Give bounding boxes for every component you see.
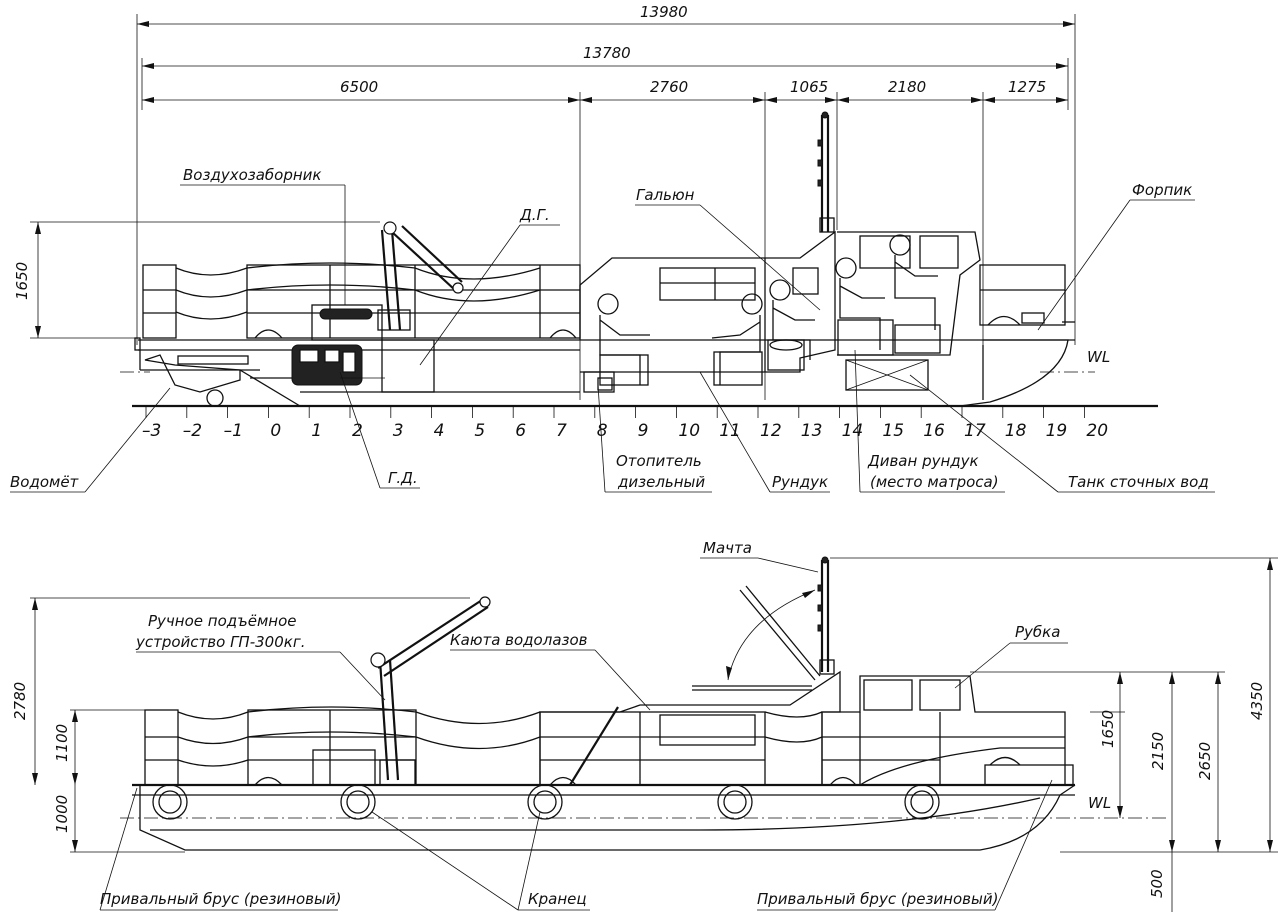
heater-label-1: Отопитель: [616, 452, 702, 470]
wl-label-top: WL: [1087, 348, 1110, 366]
divers-cabin-label: Каюта водолазов: [450, 631, 588, 649]
frame-number: –3: [142, 421, 161, 441]
dim-1650-side: 1650: [1099, 710, 1117, 748]
dim-2180: 2180: [888, 78, 926, 96]
longitudinal-section: WL Воздухозаборник: [120, 111, 1195, 441]
dim-6500: 6500: [340, 78, 378, 96]
frame-ticks: [145, 406, 1085, 418]
frame-number: 16: [923, 421, 945, 441]
frame-number: 11: [719, 421, 741, 441]
side-view-callouts: Мачта Ручное подъёмное устройство ГП-300…: [99, 539, 1068, 911]
forepeak-label: Форпик: [1132, 181, 1192, 199]
dim-1650-top: 1650: [13, 262, 31, 300]
dim-1275: 1275: [1008, 78, 1046, 96]
waterjet-label: Водомёт: [10, 473, 80, 491]
frame-number: 5: [474, 421, 485, 441]
frame-number: 7: [556, 421, 567, 441]
frame-number: 19: [1046, 421, 1068, 441]
gd-label: Г.Д.: [388, 469, 418, 487]
dim-1065: 1065: [790, 78, 828, 96]
dim-2780: 2780: [11, 682, 29, 720]
sofa-label-2: (место матроса): [870, 473, 999, 491]
side-view-dimensions: 2780 1100 1000 1650 2150 2650 4350 500: [11, 557, 1278, 912]
frame-number: 13: [801, 421, 823, 441]
frame-number: 1: [311, 421, 322, 441]
crew-figures: [597, 234, 938, 386]
sewage-tank-label: Танк сточных вод: [1068, 473, 1209, 491]
dim-500: 500: [1148, 869, 1166, 898]
top-view-callouts: Водомёт Г.Д. Отопитель дизельный Рундук …: [10, 349, 1215, 493]
fenders: [152, 784, 940, 820]
head-label: Гальюн: [636, 186, 695, 204]
dim-13780: 13780: [583, 44, 631, 62]
dg-label: Д.Г.: [519, 206, 550, 224]
sofa-label-1: Диван рундук: [867, 452, 979, 470]
air-intake-label: Воздухозаборник: [183, 166, 321, 184]
frame-number: 18: [1005, 421, 1027, 441]
fender-rail-right-label: Привальный брус (резиновый): [757, 890, 998, 908]
frame-number: 9: [638, 421, 649, 441]
frame-number: 8: [597, 421, 608, 441]
dimension-chain-top: 13980 13780 6500 2760 1065 2180 1275 165…: [13, 3, 1076, 400]
frame-number: 17: [964, 421, 986, 441]
frame-number: –2: [183, 421, 202, 441]
hoist-label-2: устройство ГП-300кг.: [135, 633, 305, 651]
frame-number: 14: [842, 421, 864, 441]
dim-4350: 4350: [1248, 682, 1266, 720]
frame-number: 10: [678, 421, 700, 441]
locker-label: Рундук: [772, 473, 828, 491]
mast-label: Мачта: [703, 539, 752, 557]
side-elevation: WL: [120, 556, 1170, 851]
frame-number: 6: [515, 421, 526, 441]
fender-label: Кранец: [528, 890, 587, 908]
frame-number: 15: [882, 421, 904, 441]
frame-number: 3: [393, 421, 404, 441]
frame-number: 12: [760, 421, 782, 441]
dim-2760: 2760: [650, 78, 688, 96]
frame-number: 20: [1086, 421, 1108, 441]
frame-number: 0: [270, 421, 281, 441]
frame-number: 2: [352, 421, 363, 441]
dim-13980: 13980: [640, 3, 688, 21]
dim-2150: 2150: [1149, 732, 1167, 770]
dim-1100: 1100: [53, 724, 71, 762]
dim-2650: 2650: [1196, 742, 1214, 780]
fender-rail-left-label: Привальный брус (резиновый): [100, 890, 341, 908]
wheelhouse-label: Рубка: [1015, 623, 1060, 641]
heater-label-2: дизельный: [617, 473, 705, 491]
dim-1000: 1000: [53, 795, 71, 833]
wl-label-bottom: WL: [1088, 794, 1111, 812]
frame-number: 4: [434, 421, 445, 441]
frame-number: –1: [224, 421, 243, 441]
hoist-label-1: Ручное подъёмное: [148, 612, 296, 630]
